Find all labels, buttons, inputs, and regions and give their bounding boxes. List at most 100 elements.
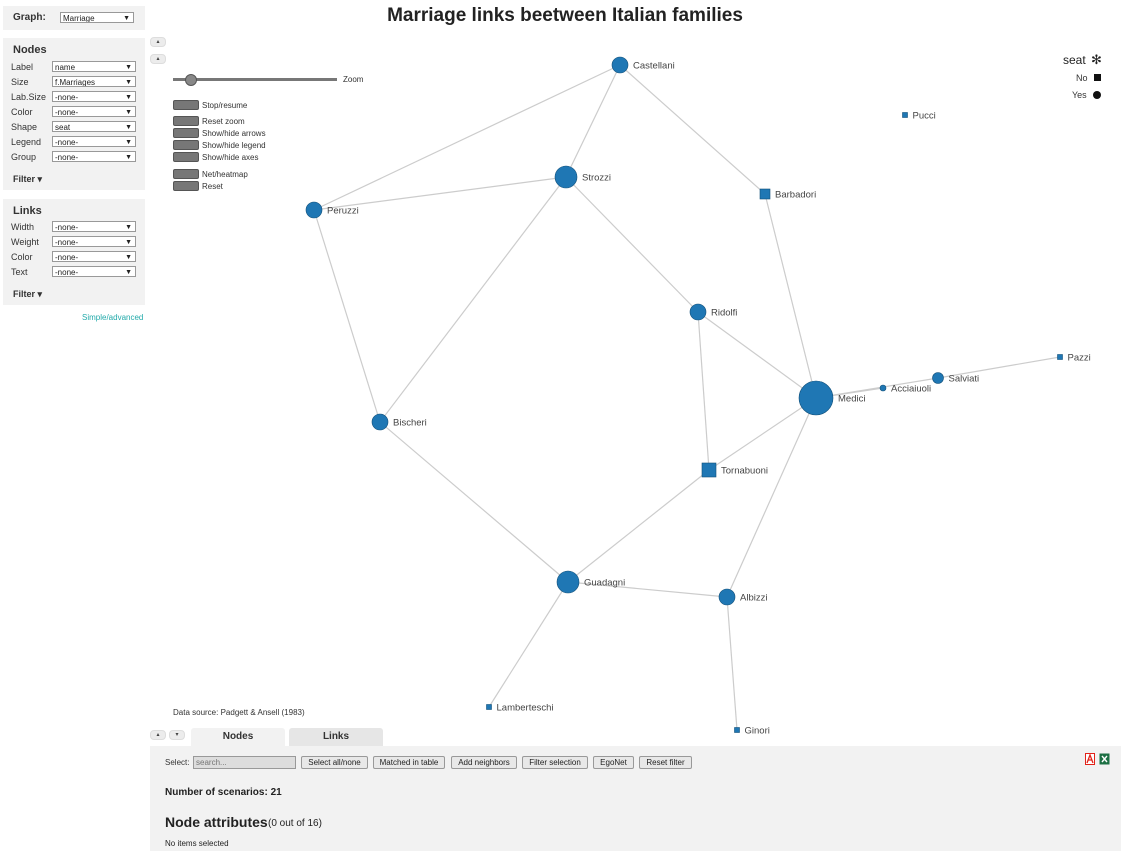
node-group-select[interactable]: -none-▼: [52, 151, 136, 162]
link-medici-salviati[interactable]: [815, 377, 939, 399]
link-medici-albizzi[interactable]: [726, 397, 817, 598]
zoom-slider-handle[interactable]: [185, 74, 197, 86]
node-bischeri-circle[interactable]: [371, 413, 389, 431]
link-text-select[interactable]: -none-▼: [52, 266, 136, 277]
node-castellani-label: Castellani: [633, 61, 675, 72]
node-ginori-square[interactable]: [734, 727, 740, 733]
node-medici[interactable]: Medici: [798, 380, 865, 416]
link-bischeri-guadagni[interactable]: [379, 421, 569, 583]
node-strozzi[interactable]: Strozzi: [554, 165, 611, 189]
select-all-none-button[interactable]: Select all/none: [301, 756, 368, 769]
link-guadagni-albizzi[interactable]: [567, 581, 728, 598]
node-pazzi[interactable]: Pazzi: [1057, 353, 1091, 364]
node-labsize-select[interactable]: -none-▼: [52, 91, 136, 102]
option-label: Width: [11, 222, 35, 232]
link-medici-tornabuoni[interactable]: [708, 397, 817, 471]
node-pucci-square[interactable]: [902, 112, 908, 118]
node-albizzi[interactable]: Albizzi: [718, 588, 767, 606]
links-filter-toggle[interactable]: Filter ▾: [13, 289, 43, 299]
node-salviati[interactable]: Salviati: [932, 372, 980, 385]
link-ridolfi-medici[interactable]: [697, 311, 817, 399]
show-hide-legend-button[interactable]: [173, 140, 199, 150]
node-guadagni-circle[interactable]: [556, 570, 580, 594]
legend-title: seat: [1063, 53, 1086, 67]
link-peruzzi-bischeri[interactable]: [313, 209, 381, 423]
egonet-button[interactable]: EgoNet: [593, 756, 634, 769]
node-shape-select[interactable]: seat▼: [52, 121, 136, 132]
network-graph[interactable]: CastellaniPucciStrozziBarbadoriPeruzziRi…: [160, 0, 1120, 740]
node-strozzi-circle[interactable]: [554, 165, 578, 189]
node-barbadori[interactable]: Barbadori: [759, 188, 816, 201]
link-weight-select[interactable]: -none-▼: [52, 236, 136, 247]
link-strozzi-ridolfi[interactable]: [565, 176, 699, 313]
node-ridolfi-circle[interactable]: [689, 303, 707, 321]
link-castellani-strozzi[interactable]: [565, 64, 621, 178]
chevron-down-icon: ▼: [123, 15, 130, 22]
node-tornabuoni[interactable]: Tornabuoni: [701, 462, 768, 478]
node-size-select[interactable]: f.Marriages▼: [52, 76, 136, 87]
asterisk-icon[interactable]: ✻: [1091, 52, 1102, 67]
filter-selection-button[interactable]: Filter selection: [522, 756, 588, 769]
show-hide-arrows-button[interactable]: [173, 128, 199, 138]
no-items-selected: No items selected: [165, 839, 229, 848]
reset-button[interactable]: [173, 181, 199, 191]
link-strozzi-bischeri[interactable]: [379, 176, 567, 423]
link-tornabuoni-guadagni[interactable]: [567, 469, 710, 583]
node-bischeri[interactable]: Bischeri: [371, 413, 427, 431]
reset-zoom-button[interactable]: [173, 116, 199, 126]
expand-table-button[interactable]: ▾: [169, 730, 185, 740]
node-ridolfi[interactable]: Ridolfi: [689, 303, 737, 321]
simple-advanced-link[interactable]: Simple/advanced: [82, 313, 144, 322]
node-lamberteschi[interactable]: Lamberteschi: [486, 703, 554, 714]
tab-links[interactable]: Links: [289, 728, 383, 746]
link-barbadori-medici[interactable]: [764, 193, 817, 399]
graph-select[interactable]: Marriage▼: [60, 12, 134, 23]
node-pucci[interactable]: Pucci: [902, 111, 936, 122]
add-neighbors-button[interactable]: Add neighbors: [451, 756, 517, 769]
zoom-slider[interactable]: [173, 78, 337, 81]
collapse-table-button[interactable]: ▴: [150, 730, 166, 740]
links-panel-title: Links: [13, 205, 42, 217]
collapse-left-panel-button[interactable]: ▴: [150, 37, 166, 47]
link-color-select[interactable]: -none-▼: [52, 251, 136, 262]
show-hide-axes-button[interactable]: [173, 152, 199, 162]
node-pazzi-square[interactable]: [1057, 354, 1063, 360]
link-salviati-pazzi[interactable]: [937, 356, 1061, 379]
node-castellani-circle[interactable]: [611, 56, 629, 74]
link-castellani-peruzzi[interactable]: [313, 64, 621, 211]
node-peruzzi-circle[interactable]: [305, 201, 323, 219]
node-legend-select[interactable]: -none-▼: [52, 136, 136, 147]
node-guadagni[interactable]: Guadagni: [556, 570, 625, 594]
node-color-select[interactable]: -none-▼: [52, 106, 136, 117]
excel-icon[interactable]: [1099, 753, 1110, 765]
link-guadagni-lamberteschi[interactable]: [488, 581, 569, 708]
reset-filter-button[interactable]: Reset filter: [639, 756, 692, 769]
node-acciaiuoli[interactable]: Acciaiuoli: [879, 384, 931, 395]
tab-nodes[interactable]: Nodes: [191, 728, 285, 746]
link-peruzzi-strozzi[interactable]: [313, 176, 567, 211]
net-heatmap-button[interactable]: [173, 169, 199, 179]
link-albizzi-ginori[interactable]: [726, 596, 738, 731]
node-salviati-circle[interactable]: [932, 372, 944, 384]
node-lamberteschi-square[interactable]: [486, 704, 492, 710]
node-peruzzi[interactable]: Peruzzi: [305, 201, 359, 219]
link-width-select[interactable]: -none-▼: [52, 221, 136, 232]
pdf-icon[interactable]: [1085, 753, 1095, 765]
matched-in-table-button[interactable]: Matched in table: [373, 756, 445, 769]
link-castellani-barbadori[interactable]: [619, 64, 766, 195]
node-albizzi-circle[interactable]: [718, 588, 736, 606]
link-ridolfi-tornabuoni[interactable]: [697, 311, 710, 471]
node-castellani[interactable]: Castellani: [611, 56, 675, 74]
node-tornabuoni-square[interactable]: [701, 462, 717, 478]
search-input[interactable]: [193, 756, 296, 769]
select-label: Select:: [165, 758, 190, 767]
node-ginori[interactable]: Ginori: [734, 726, 770, 737]
node-acciaiuoli-circle[interactable]: [879, 384, 887, 392]
node-medici-circle[interactable]: [798, 380, 834, 416]
collapse-controls-button[interactable]: ▴: [150, 54, 166, 64]
stop-resume-button[interactable]: [173, 100, 199, 110]
node-label-select[interactable]: name▼: [52, 61, 136, 72]
nodes-filter-toggle[interactable]: Filter ▾: [13, 174, 43, 184]
nodes-panel-title: Nodes: [13, 44, 47, 56]
node-barbadori-square[interactable]: [759, 188, 771, 200]
